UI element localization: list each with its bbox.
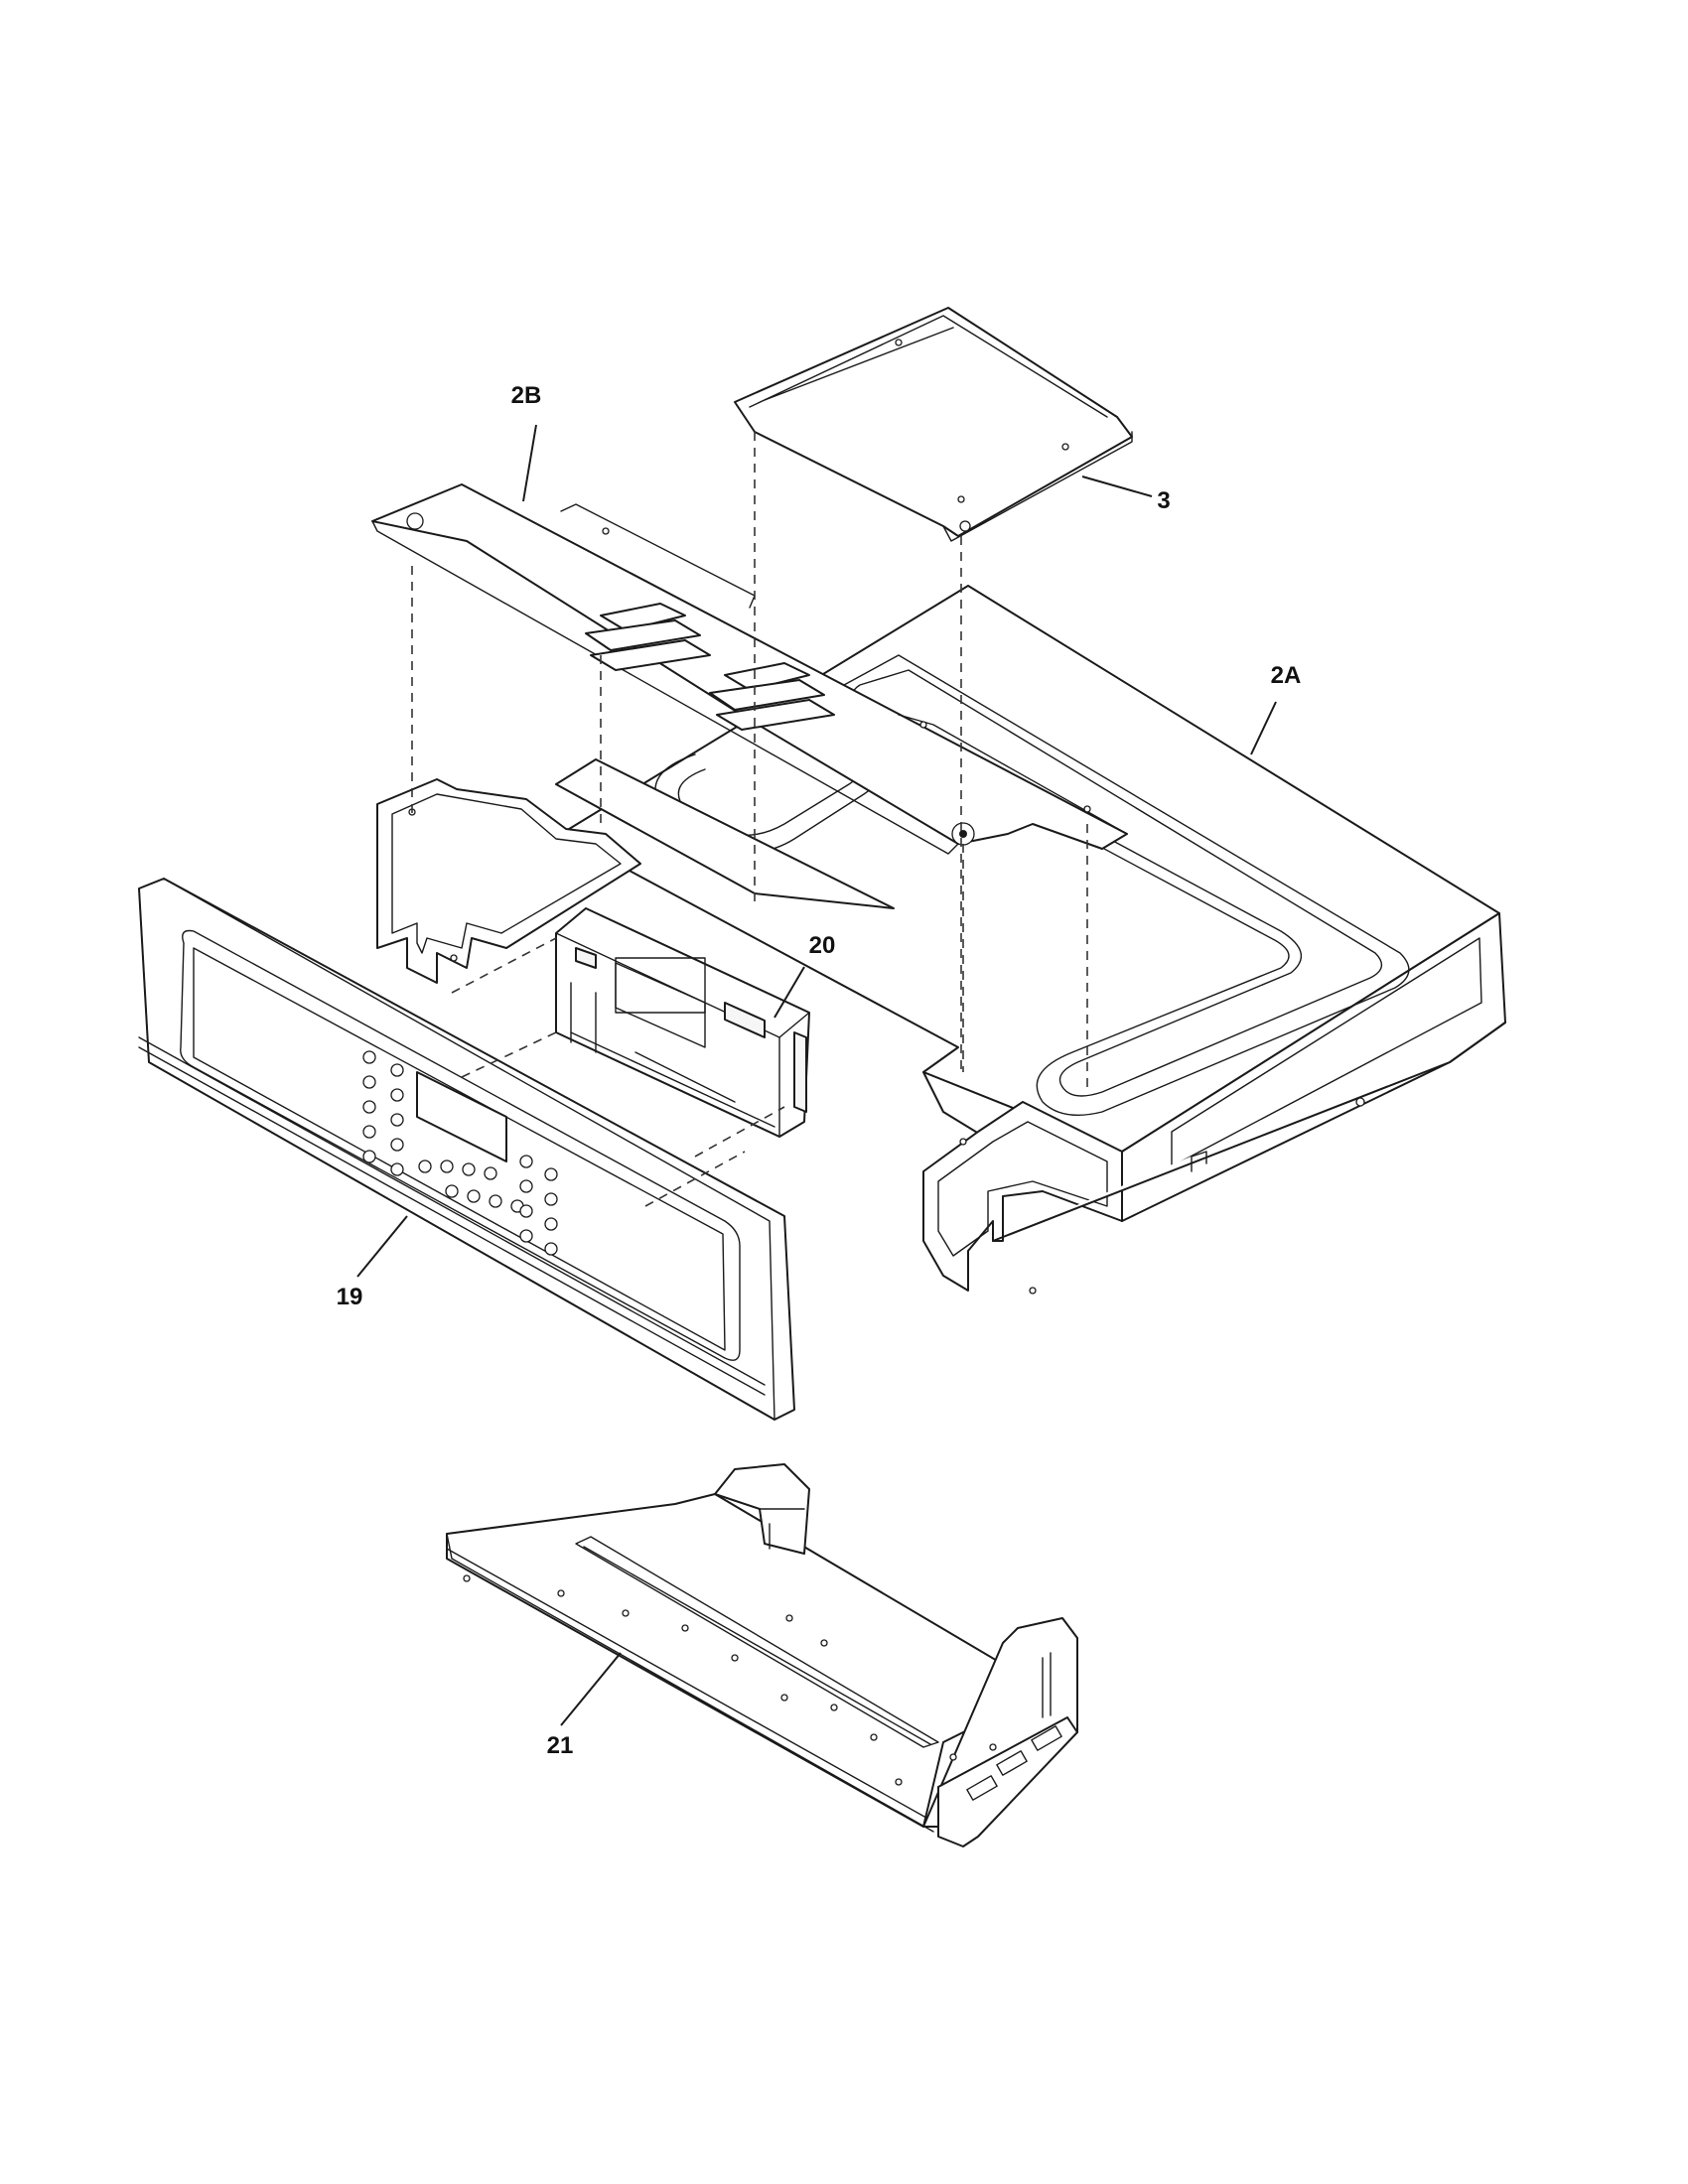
callout-3: 3 xyxy=(1157,487,1170,514)
callout-2b: 2B xyxy=(511,382,542,409)
mounting-slots xyxy=(966,1725,1062,1801)
part-21-mounting-tray xyxy=(446,1463,1078,1847)
callout-20: 20 xyxy=(809,932,836,959)
part-3-cover-plate xyxy=(734,307,1133,542)
leader-lines xyxy=(356,424,1277,1726)
keypad-buttons xyxy=(362,1050,558,1256)
callout-2a: 2A xyxy=(1271,662,1302,689)
assembly-guide-lines xyxy=(411,432,1088,1207)
part-20-control-board xyxy=(555,907,810,1138)
callout-labels: 2B 3 2A 20 19 21 xyxy=(337,382,1302,1759)
part-19-control-panel xyxy=(138,878,795,1421)
callout-21: 21 xyxy=(547,1732,574,1759)
left-side-bracket xyxy=(376,778,641,984)
vent-louvers xyxy=(585,603,835,731)
part-2b-vent-plate xyxy=(371,483,1128,855)
callout-19: 19 xyxy=(337,1284,363,1310)
